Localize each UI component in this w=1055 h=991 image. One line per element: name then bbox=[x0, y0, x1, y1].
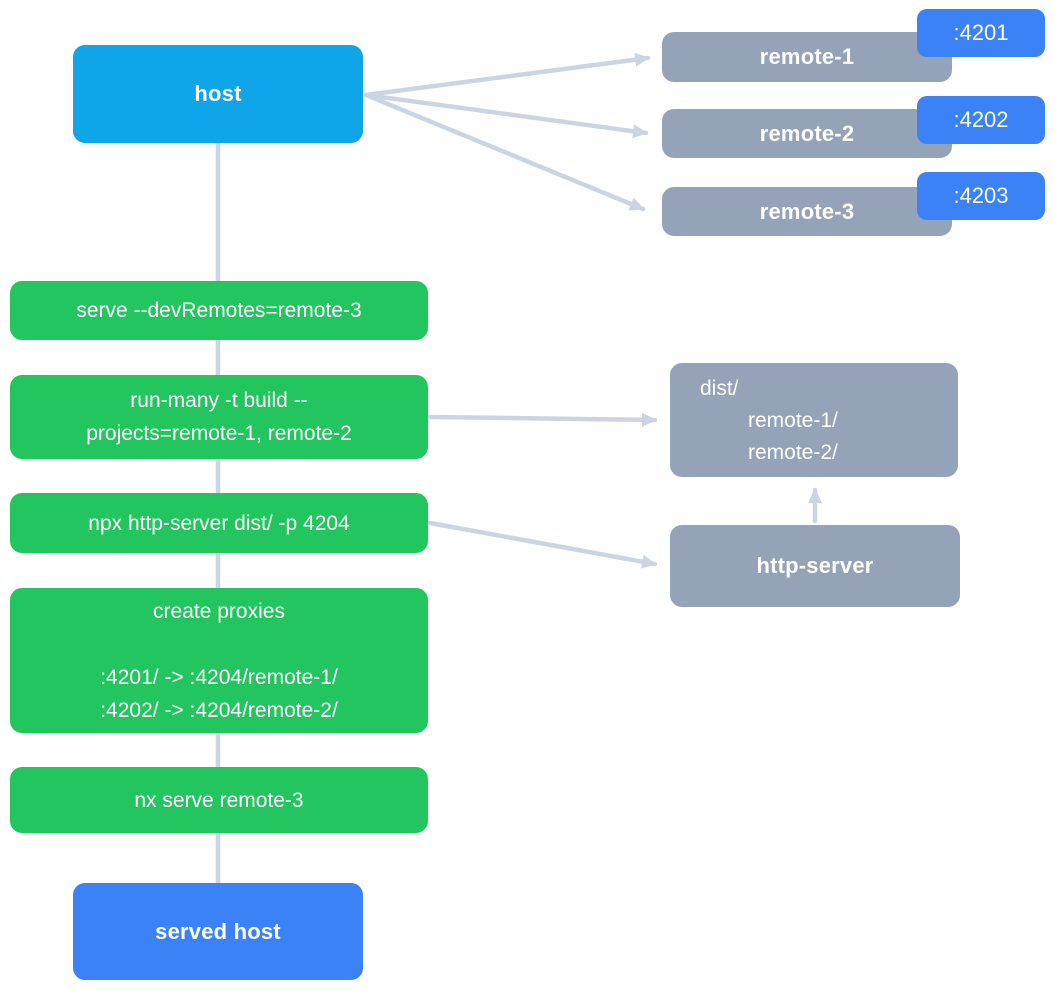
remote-3-label: remote-3 bbox=[759, 198, 855, 224]
remote-2-label: remote-2 bbox=[759, 120, 855, 146]
remote-3-node: remote-3 bbox=[662, 187, 952, 236]
arrow-host-to-remote-3 bbox=[363, 92, 646, 212]
command-npx-http-server-text: npx http-server dist/ -p 4204 bbox=[88, 511, 350, 535]
http-server-node: http-server bbox=[670, 525, 960, 607]
command-run-many-line-1: run-many -t build -- bbox=[130, 389, 308, 412]
arrow-http-server-cmd-to-http-server bbox=[427, 520, 658, 569]
create-proxies-title: create proxies bbox=[153, 599, 285, 623]
create-proxies-mapping-1: :4201/ -> :4204/remote-1/ bbox=[100, 665, 338, 689]
port-badge-4203-label: :4203 bbox=[953, 183, 1009, 208]
dist-folder-remote-1: remote-1/ bbox=[748, 409, 838, 432]
dist-folder-node: dist/ remote-1/ remote-2/ bbox=[670, 363, 958, 477]
command-run-many-line-2: projects=remote-1, remote-2 bbox=[86, 422, 352, 445]
command-serve-dev-remotes: serve --devRemotes=remote-3 bbox=[10, 281, 428, 340]
command-run-many-build: run-many -t build -- projects=remote-1, … bbox=[10, 375, 428, 459]
served-host-node-label: served host bbox=[155, 918, 281, 944]
arrow-run-many-to-dist bbox=[427, 412, 658, 427]
port-badge-4202-label: :4202 bbox=[953, 107, 1009, 132]
host-node: host bbox=[73, 45, 363, 143]
command-nx-serve-remote-3-text: nx serve remote-3 bbox=[134, 788, 304, 812]
port-badge-4201: :4201 bbox=[917, 9, 1045, 57]
http-server-node-label: http-server bbox=[756, 553, 874, 578]
remote-1-node: remote-1 bbox=[662, 32, 952, 82]
remote-2-node: remote-2 bbox=[662, 109, 952, 158]
port-badge-4201-label: :4201 bbox=[953, 20, 1009, 45]
command-serve-dev-remotes-text: serve --devRemotes=remote-3 bbox=[76, 299, 362, 322]
command-create-proxies: create proxies :4201/ -> :4204/remote-1/… bbox=[10, 588, 428, 733]
port-badge-4203: :4203 bbox=[917, 172, 1045, 220]
dist-folder-root: dist/ bbox=[700, 377, 739, 400]
arrow-host-to-remote-1 bbox=[363, 52, 651, 98]
remote-1-label: remote-1 bbox=[759, 44, 855, 69]
host-node-label: host bbox=[194, 81, 242, 106]
arrow-host-to-remote-2 bbox=[363, 92, 649, 139]
command-npx-http-server: npx http-server dist/ -p 4204 bbox=[10, 493, 428, 553]
command-nx-serve-remote-3: nx serve remote-3 bbox=[10, 767, 428, 833]
create-proxies-mapping-2: :4202/ -> :4204/remote-2/ bbox=[100, 698, 338, 722]
served-host-node: served host bbox=[73, 883, 363, 980]
port-badge-4202: :4202 bbox=[917, 96, 1045, 144]
dist-folder-remote-2: remote-2/ bbox=[748, 441, 838, 464]
